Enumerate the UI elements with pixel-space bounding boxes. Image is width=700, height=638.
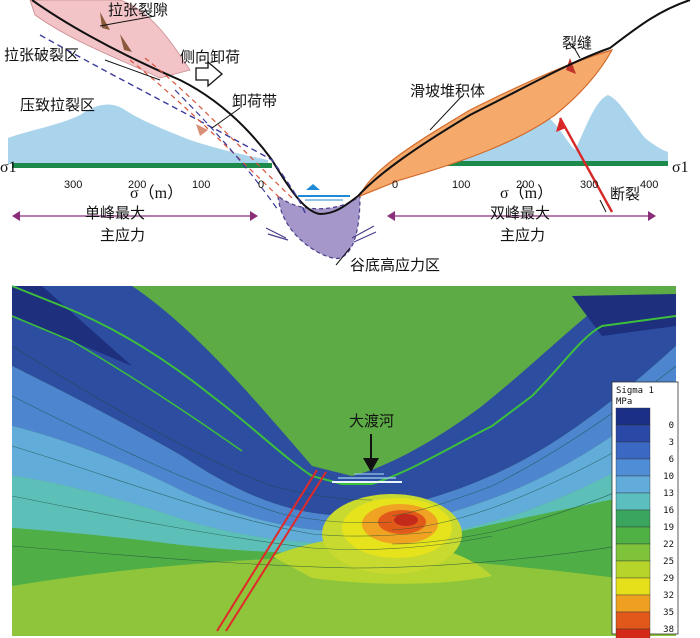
valley-schematic: 拉张裂隙 拉张破裂区 侧向卸荷 压致拉裂区 卸荷带 裂缝 滑坡堆积体 断裂 谷底… [0,0,691,274]
legend-value: 13 [663,489,674,499]
label-landslide-deposit: 滑坡堆积体 [410,82,485,100]
legend-swatch [615,492,651,511]
legend-swatch [615,424,651,443]
label-sigma-axis-right: σ（m） [500,184,553,202]
landslide-deposit [358,49,614,198]
label-compression-crack-zone: 压致拉裂区 [20,96,95,114]
left-stress-curve [8,104,268,164]
right-tick-0: 0 [392,179,398,191]
contour-ground-surface [11,285,677,485]
label-river: 大渡河 [349,412,394,430]
right-baseline [392,161,668,166]
label-sigma1-right: σ1 [672,159,689,176]
left-tick-0: 0 [258,179,264,191]
label-valley-high-stress: 谷底高应力区 [350,256,440,274]
colorbar-legend: Sigma 1 MPa 0 3 6 10 13 16 19 22 25 29 32 35 38 [611,381,679,638]
legend-swatch [615,628,651,638]
label-sigma1-left: σ1 [0,159,17,176]
label-fault: 断裂 [610,185,640,203]
tension-fracture-zone [29,0,191,79]
label-tension-fracture-zone: 拉张破裂区 [4,46,79,64]
legend-swatch [615,458,651,477]
legend-value: 22 [663,540,674,550]
legend-swatch [615,543,651,562]
right-tick-400: 400 [640,179,658,191]
lateral-unloading-arrow [195,60,223,88]
legend-unit: MPa [616,397,632,407]
legend-swatch [615,611,651,630]
label-single-peak: 单峰最大 [85,204,145,222]
left-tick-100: 100 [192,179,210,191]
legend-value: 19 [663,523,674,533]
legend-value: 6 [669,455,674,465]
label-sigma-axis-left: σ（m） [130,184,183,202]
legend-title: Sigma 1 [616,386,654,396]
legend-swatch [615,560,651,579]
label-crack: 裂缝 [562,34,592,52]
label-tension-gap: 拉张裂隙 [108,1,168,19]
left-tick-300: 300 [64,179,82,191]
label-unloading-zone: 卸荷带 [232,92,277,110]
left-baseline [12,163,272,168]
legend-swatch [615,407,651,426]
legend-value: 3 [669,438,674,448]
legend-value: 0 [669,421,674,431]
legend-swatch [615,594,651,613]
legend-swatch [615,475,651,494]
fault-line [558,117,614,213]
valley-high-stress-zone [277,194,361,260]
legend-value: 32 [663,591,674,601]
label-double-peak-2: 主应力 [500,226,545,244]
label-double-peak: 双峰最大 [490,204,550,222]
legend-value: 25 [663,557,674,567]
right-tick-100: 100 [452,179,470,191]
legend-swatch [615,509,651,528]
legend-swatch [615,577,651,596]
legend-swatch [615,526,651,545]
right-tick-300: 300 [580,179,598,191]
legend-value: 35 [663,608,674,618]
legend-value: 38 [663,625,674,635]
right-tick-200: 200 [516,179,534,191]
left-tick-200: 200 [128,179,146,191]
legend-value: 10 [663,472,674,482]
ground-surface [31,0,691,216]
legend-swatch [615,441,651,460]
label-lateral-unloading: 侧向卸荷 [180,48,240,66]
label-single-peak-2: 主应力 [100,226,145,244]
legend-value: 29 [663,574,674,584]
legend-value: 16 [663,506,674,516]
